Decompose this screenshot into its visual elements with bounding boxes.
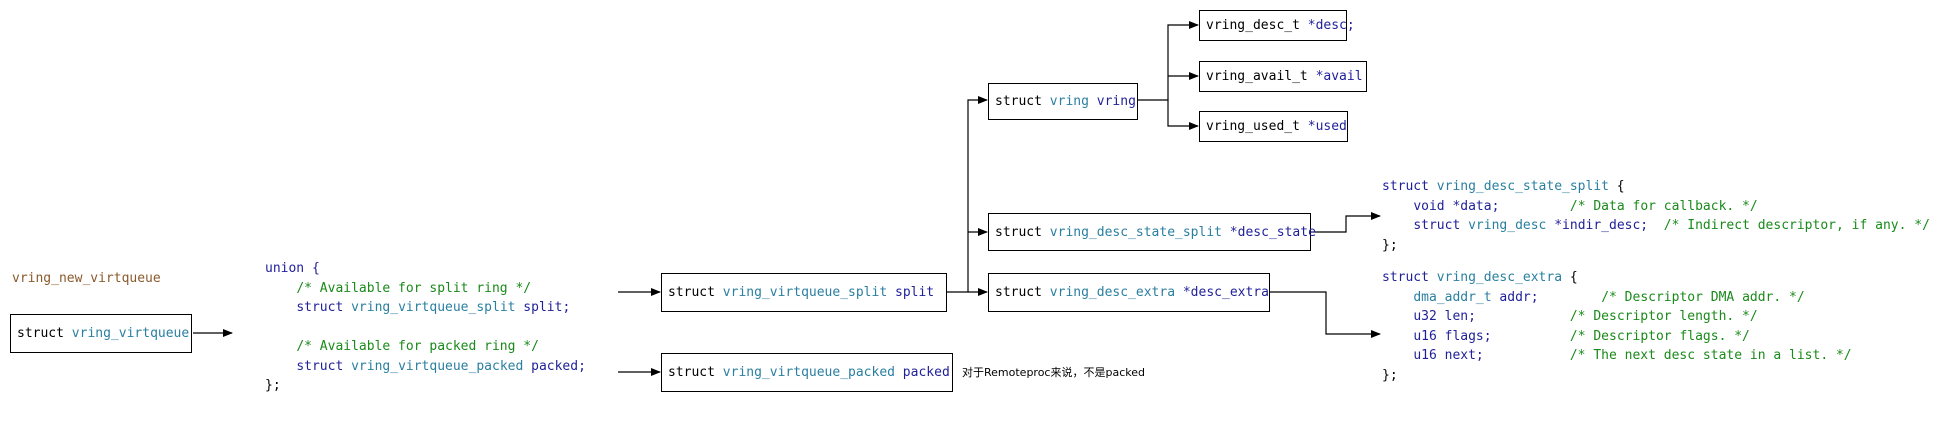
desc-extra-type: vring_desc_extra bbox=[1049, 285, 1176, 300]
state-split-indir-comment: /* Indirect descriptor, if any. */ bbox=[1663, 218, 1930, 233]
state-split-indir-keyword: struct bbox=[1413, 218, 1469, 233]
used-field-box[interactable]: vring_used_t *used bbox=[1199, 111, 1348, 142]
vring-to-used-arrow bbox=[1167, 100, 1199, 130]
desc-extra-next-name: next; bbox=[1436, 348, 1484, 363]
desc-extra-addr-comment: /* Descriptor DMA addr. */ bbox=[1601, 289, 1805, 305]
union-close: }; bbox=[265, 378, 281, 393]
root-struct-type: vring_virtqueue bbox=[71, 326, 190, 341]
desc-extra-addr-name: addr; bbox=[1491, 289, 1539, 305]
union-split-comment: /* Available for split ring */ bbox=[296, 280, 532, 296]
state-split-indir-name: *indir_desc; bbox=[1546, 218, 1649, 233]
used-field-name: *used bbox=[1299, 119, 1347, 134]
desc-field-box[interactable]: vring_desc_t *desc; bbox=[1199, 10, 1355, 41]
desc-extra-next-comment: /* The next desc state in a list. */ bbox=[1569, 348, 1852, 363]
avail-field-type: vring_avail_t bbox=[1206, 69, 1308, 84]
split-struct-box[interactable]: struct vring_virtqueue_split split bbox=[661, 273, 947, 312]
desc-extra-next-type: u16 bbox=[1413, 348, 1437, 363]
vring-struct-keyword: struct bbox=[995, 94, 1050, 109]
union-packed-name: packed; bbox=[523, 358, 586, 374]
union-code-block: union { /* Available for split ring */ s… bbox=[265, 259, 586, 396]
union-split-keyword: struct bbox=[296, 300, 352, 315]
desc-extra-addr-type: dma_addr_t bbox=[1413, 289, 1492, 305]
vring-to-desc-arrow bbox=[1138, 21, 1199, 101]
used-field-type: vring_used_t bbox=[1206, 119, 1300, 134]
union-split-type: vring_virtqueue_split bbox=[351, 300, 516, 315]
state-split-code-block: struct vring_desc_state_split { void *da… bbox=[1382, 177, 1930, 255]
desc-extra-flags-name: flags; bbox=[1436, 328, 1492, 344]
desc-extra-name: *desc_extra bbox=[1175, 285, 1269, 300]
union-packed-comment: /* Available for packed ring */ bbox=[296, 339, 539, 354]
split-struct-type: vring_virtqueue_split bbox=[722, 285, 888, 300]
desc-state-keyword: struct bbox=[995, 224, 1050, 240]
union-split-name: split; bbox=[515, 300, 571, 315]
packed-struct-name: packed bbox=[894, 365, 950, 380]
packed-struct-keyword: struct bbox=[668, 365, 723, 380]
state-split-data-comment: /* Data for callback. */ bbox=[1569, 198, 1758, 214]
avail-field-name: *avail bbox=[1307, 69, 1363, 84]
desc-field-name: *desc; bbox=[1299, 18, 1355, 33]
desc-extra-open-keyword: struct bbox=[1382, 270, 1437, 285]
state-split-close: }; bbox=[1382, 237, 1398, 253]
desc-extra-flags-comment: /* Descriptor flags. */ bbox=[1569, 328, 1750, 344]
desc-state-to-block-arrow bbox=[1311, 212, 1381, 233]
state-split-open-keyword: struct bbox=[1382, 179, 1437, 194]
desc-extra-close: }; bbox=[1382, 367, 1398, 383]
union-packed-keyword: struct bbox=[296, 358, 352, 374]
desc-state-type: vring_desc_state_split bbox=[1049, 224, 1222, 240]
vring-struct-type: vring bbox=[1049, 94, 1089, 109]
state-split-indir-type: vring_desc bbox=[1468, 218, 1547, 233]
desc-state-name: *desc_state bbox=[1221, 224, 1316, 240]
state-split-open-type: vring_desc_state_split bbox=[1436, 179, 1609, 194]
vring-struct-name: vring bbox=[1088, 94, 1136, 109]
state-split-data-type: void bbox=[1413, 198, 1445, 214]
state-split-open-brace: { bbox=[1608, 179, 1625, 194]
desc-extra-keyword: struct bbox=[995, 285, 1050, 300]
desc-extra-to-block-arrow bbox=[1270, 291, 1381, 338]
union-packed-type: vring_virtqueue_packed bbox=[351, 358, 524, 374]
desc-state-box[interactable]: struct vring_desc_state_split *desc_stat… bbox=[988, 213, 1316, 251]
desc-extra-open-brace: { bbox=[1562, 270, 1578, 285]
packed-struct-box[interactable]: struct vring_virtqueue_packed packed bbox=[661, 353, 953, 392]
desc-extra-flags-type: u16 bbox=[1413, 328, 1437, 344]
desc-field-type: vring_desc_t bbox=[1206, 18, 1300, 33]
function-name-label: vring_new_virtqueue bbox=[12, 271, 161, 286]
split-struct-keyword: struct bbox=[668, 285, 723, 300]
root-struct-box[interactable]: struct vring_virtqueue bbox=[10, 314, 192, 353]
desc-extra-code-block: struct vring_desc_extra { dma_addr_t add… bbox=[1382, 268, 1852, 385]
split-to-vring-arrow bbox=[947, 96, 988, 293]
desc-extra-open-type: vring_desc_extra bbox=[1436, 270, 1563, 285]
vring-struct-box[interactable]: struct vring vring bbox=[988, 83, 1138, 120]
state-split-data-name: *data; bbox=[1444, 198, 1500, 214]
desc-extra-len-comment: /* Descriptor length. */ bbox=[1569, 309, 1758, 324]
avail-field-box[interactable]: vring_avail_t *avail bbox=[1199, 61, 1367, 92]
split-struct-name: split bbox=[887, 285, 935, 300]
root-struct-keyword: struct bbox=[17, 326, 72, 341]
desc-extra-box[interactable]: struct vring_desc_extra *desc_extra bbox=[988, 273, 1270, 312]
union-open: union { bbox=[265, 261, 320, 276]
packed-note: 对于Remoteproc来说，不是packed bbox=[962, 366, 1145, 379]
desc-extra-len-name: len; bbox=[1436, 309, 1476, 324]
packed-struct-type: vring_virtqueue_packed bbox=[722, 365, 895, 380]
desc-extra-len-type: u32 bbox=[1413, 309, 1437, 324]
